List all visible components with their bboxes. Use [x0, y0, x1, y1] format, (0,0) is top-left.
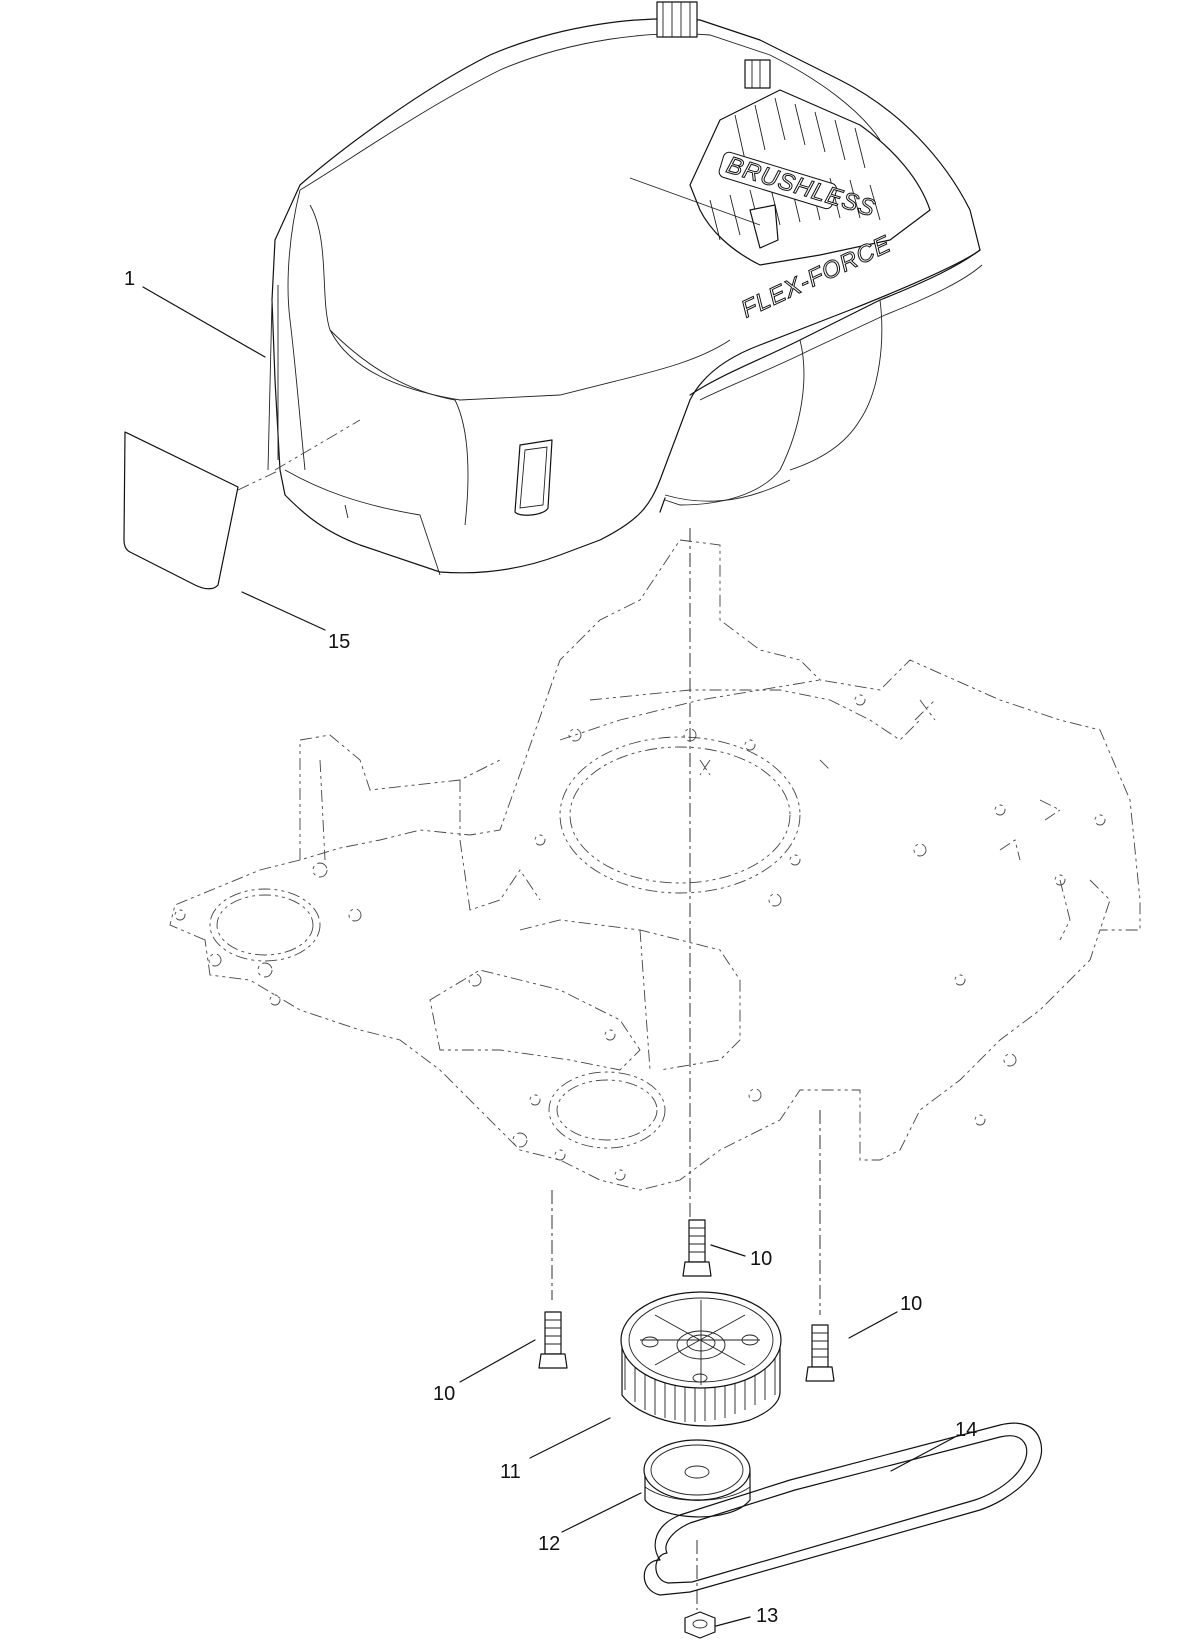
callout-10-left: 10: [433, 1383, 455, 1405]
callout-10-right: 10: [900, 1293, 922, 1315]
large-pulley: [620, 1291, 782, 1427]
bolt-center: [682, 1219, 712, 1277]
drive-belt: [643, 1422, 1043, 1596]
callout-13: 13: [756, 1605, 778, 1627]
callout-12: 12: [538, 1533, 560, 1555]
bolt-left: [538, 1311, 568, 1369]
callout-10-center: 10: [750, 1248, 772, 1270]
callout-14: 14: [955, 1419, 977, 1441]
callout-11: 11: [500, 1461, 521, 1483]
leader-lines: [142, 286, 956, 1627]
decal-alignment-line: [237, 469, 281, 491]
bolt-right: [805, 1324, 835, 1382]
callout-15: 15: [328, 631, 350, 653]
decal-panel: [123, 431, 239, 590]
motor-housing: BRUSHLESS FLEX-FORCE: [267, 1, 983, 576]
callout-1: 1: [124, 268, 135, 290]
chassis-plate-phantom: [169, 539, 1141, 1191]
hex-nut: [684, 1611, 716, 1639]
small-pulley: [643, 1439, 751, 1518]
